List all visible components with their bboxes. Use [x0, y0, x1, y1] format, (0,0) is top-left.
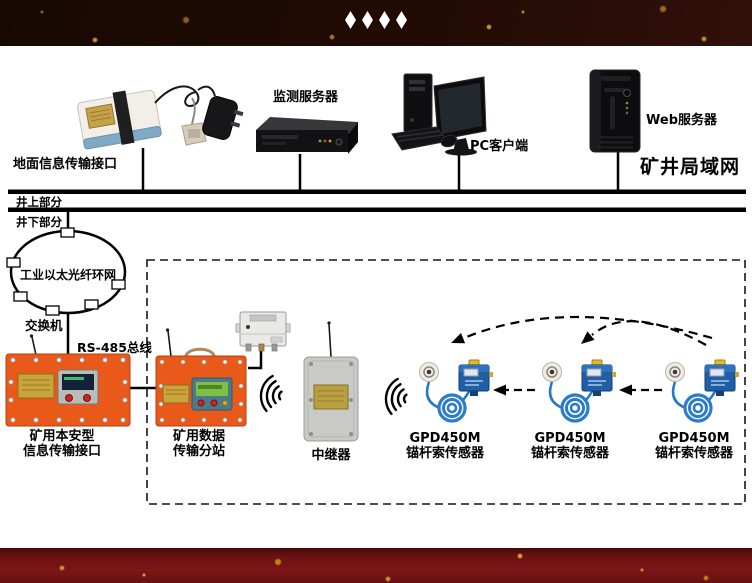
repeater-illustration	[303, 321, 359, 442]
ground-interface-illustration	[77, 85, 244, 150]
fiber-ring-network	[6, 227, 127, 316]
wifi-signal-icon	[384, 377, 408, 416]
monitor-server-illustration	[256, 117, 358, 154]
label-substation: 矿用数据 传输分站	[151, 429, 247, 459]
diamond-icon	[396, 11, 407, 29]
lan-bus-line-upper	[8, 189, 746, 194]
label-sensor-3-name: 锚杆索传感器	[654, 446, 733, 461]
top-banner	[0, 0, 752, 46]
label-safe-interface: 矿用本安型 信息传输接口	[10, 429, 114, 459]
label-ground-interface: 地面信息传输接口	[13, 157, 118, 172]
diamond-ornament-row	[345, 11, 407, 29]
label-sensor-3-model: GPD450M	[658, 431, 730, 446]
diamond-icon	[362, 11, 373, 29]
anchor-sensor-illustration	[665, 359, 739, 423]
wireless-zone-dashed-box	[146, 259, 746, 505]
label-above-ground: 井上部分	[16, 195, 62, 209]
anchor-sensor-illustration	[542, 359, 616, 423]
wifi-signal-icon	[259, 374, 283, 413]
wireless-hop-arrows	[451, 315, 713, 396]
label-substation-line1: 矿用数据	[172, 429, 225, 444]
label-sensor-1-model: GPD450M	[409, 431, 481, 446]
label-below-ground: 井下部分	[16, 215, 62, 229]
diamond-icon	[379, 11, 390, 29]
pc-client-illustration	[391, 73, 487, 156]
label-fiber-ring: 工业以太光纤环网	[19, 268, 116, 282]
junction-box-illustration	[235, 311, 291, 352]
surface-connector-lines	[141, 148, 620, 190]
label-sensor-1: GPD450M 锚杆索传感器	[385, 431, 505, 461]
label-repeater: 中继器	[311, 448, 351, 463]
label-safe-interface-line2: 信息传输接口	[22, 444, 101, 459]
label-substation-line2: 传输分站	[172, 444, 225, 459]
label-sensor-1-name: 锚杆索传感器	[405, 446, 484, 461]
label-safe-interface-line1: 矿用本安型	[29, 429, 95, 444]
label-sensor-2: GPD450M 锚杆索传感器	[510, 431, 630, 461]
label-switch: 交换机	[25, 318, 63, 333]
label-web-server: Web服务器	[646, 113, 717, 128]
label-sensor-3: GPD450M 锚杆索传感器	[634, 431, 752, 461]
web-server-illustration	[589, 69, 641, 153]
label-pc-client: PC客户端	[470, 139, 529, 154]
label-sensor-2-model: GPD450M	[534, 431, 606, 446]
anchor-sensor-illustration	[419, 359, 493, 423]
substation-illustration	[155, 328, 247, 427]
label-mine-lan: 矿井局域网	[640, 156, 741, 178]
lan-bus-line-lower	[8, 207, 746, 212]
safe-interface-illustration	[5, 334, 131, 427]
bottom-banner	[0, 548, 752, 583]
label-monitor-server: 监测服务器	[273, 90, 339, 105]
label-rs485-bus: RS-485总线	[77, 340, 152, 355]
diamond-icon	[345, 11, 356, 29]
label-sensor-2-name: 锚杆索传感器	[530, 446, 609, 461]
